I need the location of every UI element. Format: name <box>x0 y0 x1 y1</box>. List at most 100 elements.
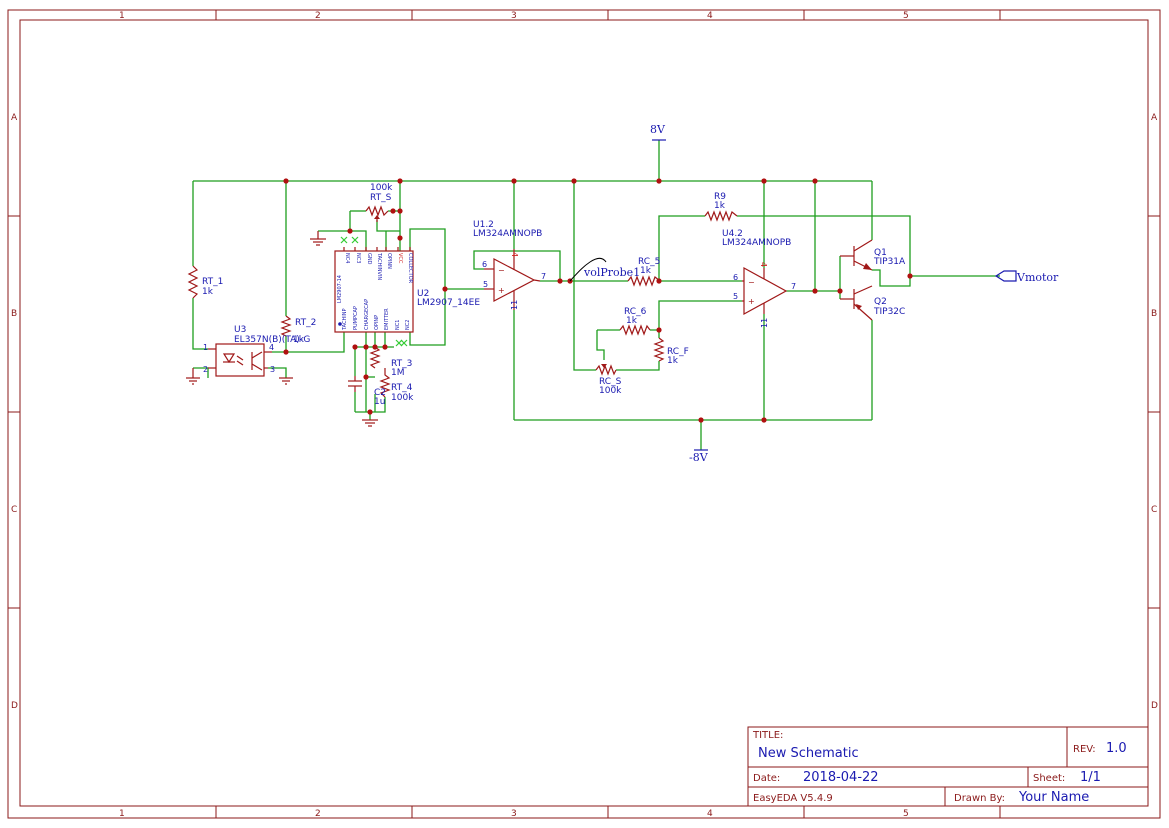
rc6-val: 1k <box>626 316 638 326</box>
svg-text:+: + <box>498 286 505 295</box>
rc5-val: 1k <box>640 266 652 276</box>
col-label: 3 <box>511 809 517 819</box>
q2-ref: Q2 <box>874 297 887 307</box>
c2-val: 1u <box>374 397 385 407</box>
u2-pin-chargecap: CHARGECAP <box>364 299 370 330</box>
u1-val: LM324AMNOPB <box>473 229 542 239</box>
ground-icon <box>186 368 200 385</box>
no-connect-marker <box>340 236 408 347</box>
rt1-val: 1k <box>202 287 214 297</box>
q1-ref: Q1 <box>874 248 887 258</box>
col-label: 3 <box>511 11 517 21</box>
u4-pin-vcc: 4 <box>759 262 768 267</box>
u2-pin-emitter: EMITTER <box>384 308 390 330</box>
rev-label: REV: <box>1073 744 1096 755</box>
row-label: C <box>11 505 17 515</box>
rts-val: 100k <box>370 183 393 193</box>
opamp-u1: − + 6 5 7 4 11 U1.2 LM324AMNOPB <box>473 220 546 310</box>
sheet-value: 1/1 <box>1080 770 1101 785</box>
transistor-q1: Q1 TIP31A <box>840 239 906 271</box>
u2-pin-opinn: OPINN <box>386 253 392 269</box>
vmotor-label: Vmotor <box>1016 271 1059 284</box>
col-label: 1 <box>119 809 125 819</box>
sheet-frame: 1 2 3 4 5 1 2 3 4 5 A B C D A B C D <box>7 9 1161 819</box>
vpos-label: 8V <box>650 123 666 136</box>
row-label: B <box>1151 309 1157 319</box>
u3-pin-1: 1 <box>203 343 208 352</box>
rt2-ref: RT_2 <box>295 318 316 328</box>
svg-text:−: − <box>498 266 505 275</box>
rev-value: 1.0 <box>1106 741 1127 756</box>
drawn-by-label: Drawn By: <box>954 793 1005 804</box>
schematic-title: New Schematic <box>758 746 859 761</box>
u4-ref: U4.2 <box>722 229 743 239</box>
rcs-val: 100k <box>599 386 622 396</box>
date-label: Date: <box>753 773 780 784</box>
u1-pin-gnd: 11 <box>510 300 519 310</box>
r9-ref: R9 <box>714 192 726 202</box>
u3-ref: U3 <box>234 325 246 335</box>
rcf-ref: RC_F <box>667 347 689 357</box>
junctions <box>283 178 913 423</box>
resistor-rt2: RT_2 1k <box>280 315 316 345</box>
u2-pin-nc2: NC2 <box>405 320 411 330</box>
q1-val: TIP31A <box>873 257 906 267</box>
u4-pin-gnd: 11 <box>760 318 769 328</box>
resistor-rt4: RT_4 100k <box>379 368 414 403</box>
drawn-by-value: Your Name <box>1018 790 1089 805</box>
resistor-rc5: RC_5 1k <box>627 257 661 287</box>
resistor-r9: R9 1k <box>704 192 738 222</box>
col-label: 4 <box>707 11 713 21</box>
u2-ref: U2 <box>417 289 429 299</box>
u2-pin-vcc: VCC <box>397 253 403 264</box>
sheet-label: Sheet: <box>1033 773 1065 784</box>
u2-pin-tachinvin: TACHINVIN <box>376 252 382 280</box>
title-block: TITLE: New Schematic REV: 1.0 Date: 2018… <box>747 726 1149 807</box>
ground-icon <box>279 377 293 385</box>
row-label: A <box>1151 113 1158 123</box>
rts-ref: RT_S <box>370 193 392 203</box>
rt3-val: 1M <box>391 368 405 378</box>
u2-pin-nc3: NC3 <box>355 253 361 263</box>
row-label: D <box>1151 701 1158 711</box>
u2-pin-pumpcap: PUMPCAP <box>353 306 359 330</box>
optocoupler-u3: U3 EL357N(B)(TA)-G 1 2 3 4 <box>203 325 310 377</box>
vneg-label: -8V <box>689 451 709 464</box>
rt3-ref: RT_3 <box>391 359 412 369</box>
col-label: 4 <box>707 809 713 819</box>
u3-pin-2: 2 <box>203 365 208 374</box>
c2-ref: C2 <box>374 388 386 398</box>
row-label: C <box>1151 505 1157 515</box>
row-label: B <box>11 309 17 319</box>
u2-pin-collector: COLLECTOR <box>407 253 413 284</box>
u2-pin-gnd: GND <box>366 253 372 265</box>
probe-label: volProbe1 <box>583 266 640 279</box>
u2-pin-nc1: NC1 <box>395 320 401 330</box>
app-version: EasyEDA V5.4.9 <box>753 793 833 804</box>
voltage-probe: volProbe1 <box>569 257 640 282</box>
resistor-rcf: RC_F 1k <box>653 337 689 366</box>
u4-pin-out: 7 <box>791 282 796 291</box>
resistor-rt1: RT_1 1k <box>187 265 223 299</box>
ground-icon <box>310 231 326 246</box>
date-value: 2018-04-22 <box>803 770 879 785</box>
u3-pin-4: 4 <box>269 343 274 352</box>
vmotor-net-port: Vmotor <box>994 270 1059 284</box>
capacitor-c2: C2 1u <box>348 376 386 407</box>
rcs-ref: RC_S <box>599 377 622 387</box>
col-label: 5 <box>903 11 909 21</box>
resistor-rc6: RC_6 1k <box>619 307 651 336</box>
col-label: 1 <box>119 11 125 21</box>
u4-pin-inv: 6 <box>733 273 738 282</box>
power-minus-8v: -8V <box>689 449 709 464</box>
rt4-ref: RT_4 <box>391 383 413 393</box>
rt1-ref: RT_1 <box>202 277 223 287</box>
u1-pin-vcc: 4 <box>510 252 519 257</box>
rcf-val: 1k <box>667 356 679 366</box>
u4-val: LM324AMNOPB <box>722 238 791 248</box>
potentiometer-rcs: RC_S 100k <box>595 364 622 396</box>
svg-text:−: − <box>748 278 755 287</box>
svg-text:+: + <box>748 297 755 306</box>
u3-pin-3: 3 <box>270 365 275 374</box>
rt4-val: 100k <box>391 393 414 403</box>
